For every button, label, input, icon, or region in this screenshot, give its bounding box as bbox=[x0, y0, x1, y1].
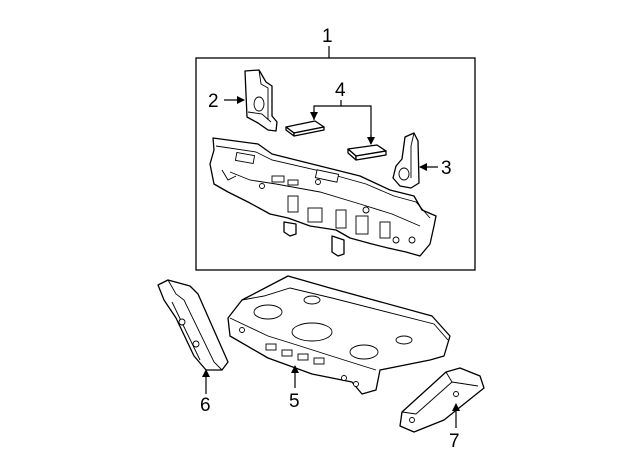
part-5-package-shelf bbox=[227, 275, 451, 395]
assembly-frame bbox=[195, 57, 476, 271]
callout-1: 1 bbox=[322, 26, 333, 47]
callout-5: 5 bbox=[289, 391, 300, 412]
part-6-pillar bbox=[157, 279, 229, 371]
part-1-back-panel bbox=[209, 137, 437, 257]
callout-7: 7 bbox=[449, 431, 460, 452]
part-7-bracket bbox=[399, 367, 485, 433]
callout-4-leader-b bbox=[341, 105, 372, 142]
part-2-bracket bbox=[244, 69, 278, 132]
callout-3: 3 bbox=[441, 158, 452, 179]
part-3-bracket bbox=[392, 132, 420, 189]
part-4-plates bbox=[285, 120, 387, 161]
callout-6: 6 bbox=[200, 395, 211, 416]
callout-4-leader-a bbox=[313, 100, 342, 120]
callout-4: 4 bbox=[335, 80, 346, 101]
callout-2: 2 bbox=[208, 91, 219, 112]
